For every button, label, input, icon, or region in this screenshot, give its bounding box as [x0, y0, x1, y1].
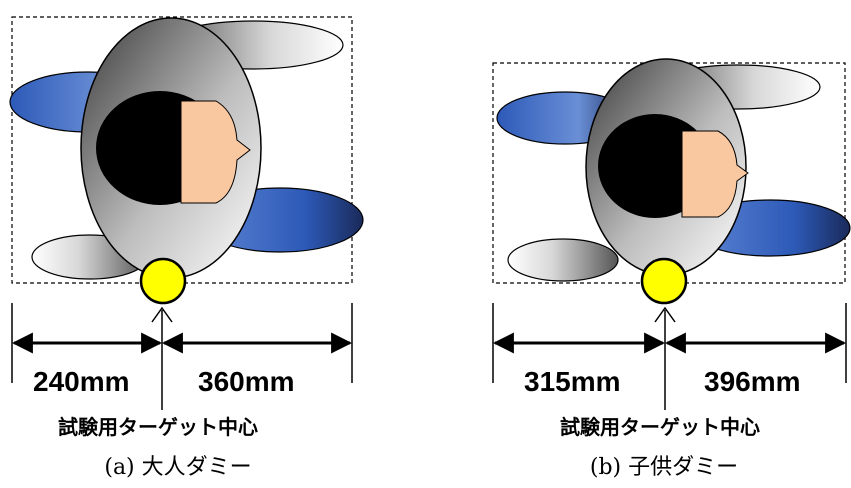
child-lower-left-arm	[507, 238, 619, 282]
child-left-dimension-label: 315mm	[524, 366, 621, 397]
adult-panel: 240mm 360mm 試験用ターゲット中心 (a) 大人ダミー	[9, 16, 364, 480]
adult-caption: (a) 大人ダミー	[104, 455, 251, 480]
child-target-pointer-arrowhead	[654, 306, 676, 323]
child-target-label: 試験用ターゲット中心	[560, 415, 760, 439]
adult-test-target	[139, 257, 187, 305]
child-face	[681, 130, 749, 218]
adult-bounding-box	[11, 16, 353, 284]
adult-target-pointer-arrowhead	[151, 306, 173, 323]
adult-right-dimension-label: 360mm	[198, 366, 295, 397]
adult-left-dimension-label: 240mm	[33, 366, 130, 397]
child-caption: (b) 子供ダミー	[590, 455, 738, 480]
adult-face	[180, 100, 251, 204]
child-test-target	[640, 257, 688, 305]
child-panel: 315mm 396mm 試験用ターゲット中心 (b) 子供ダミー	[492, 58, 851, 480]
child-right-dimension-label: 396mm	[704, 366, 801, 397]
adult-target-label: 試験用ターゲット中心	[58, 415, 258, 439]
